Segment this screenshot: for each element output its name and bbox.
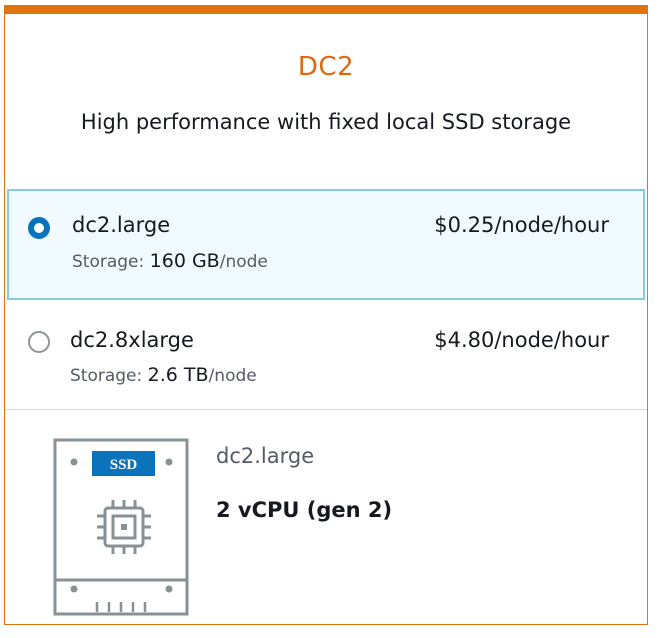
option-name: dc2.8xlarge	[70, 328, 194, 352]
storage-value: 2.6 TB	[147, 364, 209, 386]
detail-node-name: dc2.large	[216, 444, 315, 468]
option-dc2-8xlarge[interactable]: dc2.8xlarge $4.80/node/hour Storage: 2.6…	[7, 302, 645, 413]
storage-unit: /node	[208, 366, 257, 386]
option-dc2-large[interactable]: dc2.large $0.25/node/hour Storage: 160 G…	[7, 189, 645, 300]
radio-button-unselected[interactable]	[28, 331, 50, 353]
detail-node-spec: 2 vCPU (gen 2)	[216, 498, 393, 522]
ssd-badge: SSD	[110, 457, 138, 473]
card-subtitle: High performance with fixed local SSD st…	[80, 110, 572, 134]
option-name: dc2.large	[72, 213, 171, 237]
node-type-card: DC2 High performance with fixed local SS…	[4, 5, 648, 625]
storage-label: Storage:	[72, 252, 145, 272]
storage-label: Storage:	[70, 366, 143, 386]
storage-value: 160 GB	[149, 250, 220, 272]
option-price: $0.25/node/hour	[434, 213, 609, 237]
option-price: $4.80/node/hour	[434, 328, 609, 352]
radio-button-selected[interactable]	[28, 217, 50, 239]
option-storage: Storage: 160 GB/node	[72, 250, 268, 272]
option-storage: Storage: 2.6 TB/node	[70, 364, 257, 386]
card-title: DC2	[297, 52, 355, 82]
section-divider	[5, 409, 647, 410]
storage-unit: /node	[219, 252, 268, 272]
ssd-chip-icon: SSD	[53, 438, 189, 616]
